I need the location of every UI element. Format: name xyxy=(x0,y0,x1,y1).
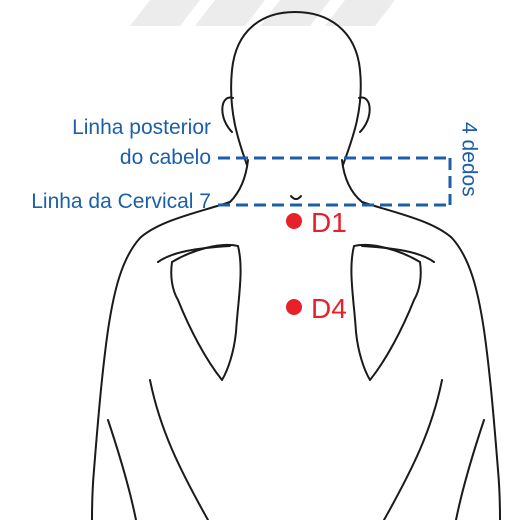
distance-label: 4 dedos xyxy=(457,122,480,197)
hairline-label-line1: Linha posterior xyxy=(72,116,211,139)
left-arm-inner xyxy=(108,420,136,520)
left-torso-side xyxy=(150,380,208,520)
right-scapula xyxy=(351,245,420,380)
right-arm-inner xyxy=(456,420,484,520)
right-torso-side xyxy=(384,380,442,520)
neck-left xyxy=(230,160,248,202)
head-outline xyxy=(231,12,361,165)
reference-lines xyxy=(218,158,450,205)
c7-label: Linha da Cervical 7 xyxy=(31,190,211,213)
labels: Linha posterior do cabelo Linha da Cervi… xyxy=(31,116,480,213)
point-d4-label: D4 xyxy=(311,293,347,324)
left-scapula xyxy=(171,245,240,380)
point-d1-dot xyxy=(286,213,302,229)
point-d4-dot xyxy=(286,299,302,315)
point-d1-label: D1 xyxy=(311,207,347,238)
body-outline xyxy=(92,12,500,520)
acupoints: D1 D4 xyxy=(286,207,347,324)
right-scapula-acromion xyxy=(362,246,434,262)
left-scapula-acromion xyxy=(158,246,230,262)
hairline-label-line2: do cabelo xyxy=(120,146,211,169)
c7-mark xyxy=(291,196,301,199)
watermark xyxy=(130,0,395,26)
neck-right xyxy=(342,160,362,202)
